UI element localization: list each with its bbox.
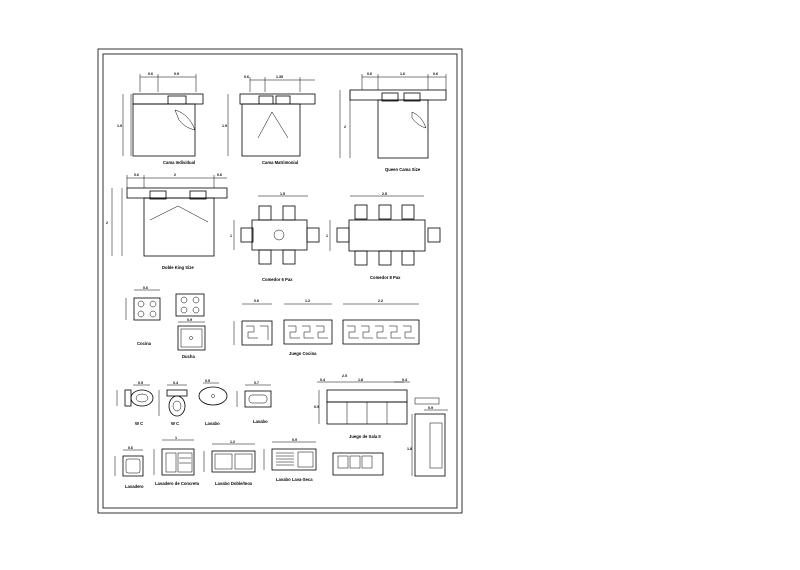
svg-text:0.6: 0.6 xyxy=(148,72,153,76)
svg-text:2: 2 xyxy=(174,173,176,177)
svg-text:2.5: 2.5 xyxy=(342,374,347,378)
washbasin-oval-plan: 0.5 xyxy=(198,379,228,406)
svg-text:0.4: 0.4 xyxy=(320,378,325,382)
svg-text:0.6: 0.6 xyxy=(134,173,139,177)
svg-text:1.8: 1.8 xyxy=(407,447,412,451)
svg-text:1.9: 1.9 xyxy=(222,124,227,128)
svg-text:1: 1 xyxy=(230,234,232,238)
svg-text:1.8: 1.8 xyxy=(358,378,363,382)
inner-frame xyxy=(102,53,458,509)
svg-text:0.9: 0.9 xyxy=(187,318,192,322)
label-dining8: Comedor 8 Pax xyxy=(370,275,401,280)
svg-text:0.7: 0.7 xyxy=(254,381,259,385)
svg-text:0.4: 0.4 xyxy=(173,381,178,385)
svg-text:0.6: 0.6 xyxy=(128,446,133,450)
dining-table-6-plan: 1.5 1 xyxy=(230,192,320,265)
svg-text:0.6: 0.6 xyxy=(244,75,249,79)
svg-text:0.9: 0.9 xyxy=(292,438,297,442)
bed-queen-plan: 0.6 1.6 0.6 2 xyxy=(339,72,447,159)
kitchen-set-plan: 0.6 1.2 2.2 xyxy=(233,299,420,346)
dining-table-8-plan: 2.5 1 xyxy=(326,192,441,266)
label-ducha: Ducha xyxy=(182,354,195,359)
label-lav-concreto: Lavadero de Concreto xyxy=(155,481,200,486)
label-bed1: Cama Individual xyxy=(163,160,195,165)
svg-text:2.2: 2.2 xyxy=(378,299,383,303)
concrete-laundry-plan: 1 xyxy=(153,436,195,476)
svg-text:0.6: 0.6 xyxy=(433,72,438,76)
outer-frame xyxy=(97,48,463,514)
svg-text:1.2: 1.2 xyxy=(230,440,235,444)
label-cocina: Cocina xyxy=(137,341,152,346)
svg-text:0.6: 0.6 xyxy=(254,299,259,303)
svg-text:1.6: 1.6 xyxy=(400,72,405,76)
bed-king-plan: 0.6 2 0.6 2 xyxy=(106,173,228,257)
stove-plan: 0.6 xyxy=(125,286,205,321)
svg-text:2: 2 xyxy=(344,125,346,129)
svg-text:1: 1 xyxy=(175,436,177,440)
label-bed2: Cama Matrimonial xyxy=(262,160,298,165)
label-lav-secado: Lavabo Lava-Seca xyxy=(276,477,313,482)
svg-text:1: 1 xyxy=(326,234,328,238)
svg-text:0.6: 0.6 xyxy=(367,72,372,76)
svg-text:0.6: 0.6 xyxy=(217,173,222,177)
label-lavabo1: Lavabo xyxy=(205,421,220,426)
label-lavadero: Lavadero xyxy=(125,484,144,489)
svg-text:0.9: 0.9 xyxy=(314,405,319,409)
svg-text:1.9: 1.9 xyxy=(117,124,122,128)
svg-text:1.35: 1.35 xyxy=(276,75,283,79)
svg-text:0.4: 0.4 xyxy=(402,378,407,382)
shower-plan: 0.9 xyxy=(177,318,206,351)
label-lav-doble: Lavabo Doble/Inox xyxy=(215,481,253,486)
label-juego-cocina: Juego Cocina xyxy=(289,351,317,356)
laundry-basin-plan: 0.6 xyxy=(114,446,144,477)
svg-text:2.5: 2.5 xyxy=(382,192,387,196)
sink-drainer-plan: 0.9 xyxy=(263,438,317,471)
label-wc1: W C xyxy=(135,421,143,426)
label-lavabo2: Lavabo xyxy=(253,419,268,424)
svg-text:0.5: 0.5 xyxy=(138,381,143,385)
svg-text:0.5: 0.5 xyxy=(205,379,210,383)
svg-text:0.9: 0.9 xyxy=(174,72,179,76)
label-wc2: W C xyxy=(171,421,179,426)
sofa-set-plan: 2.5 1.8 0.4 0.4 0.9 0.9 1.8 xyxy=(314,374,448,477)
svg-text:1.5: 1.5 xyxy=(280,192,285,196)
label-bed3: Queen Cama Size xyxy=(385,167,421,172)
double-sink-plan: 1.2 xyxy=(203,440,256,473)
wc-front-plan: 0.4 xyxy=(158,381,188,417)
label-bed4: Doble King Size xyxy=(162,265,194,270)
svg-text:0.9: 0.9 xyxy=(428,406,433,410)
svg-text:1.2: 1.2 xyxy=(305,299,310,303)
label-sofa: Juego de Sala II xyxy=(349,434,381,439)
svg-text:2: 2 xyxy=(106,221,108,225)
bed-single-plan: 0.6 0.9 1.9 xyxy=(117,72,204,157)
bed-double-plan: 0.6 1.35 1.9 xyxy=(222,75,316,157)
label-dining6: Comedor 6 Pax xyxy=(262,277,293,282)
washbasin-rect-plan: 0.7 xyxy=(236,381,272,408)
wc-side-plan: 0.5 xyxy=(116,381,154,407)
svg-text:0.6: 0.6 xyxy=(143,286,148,290)
